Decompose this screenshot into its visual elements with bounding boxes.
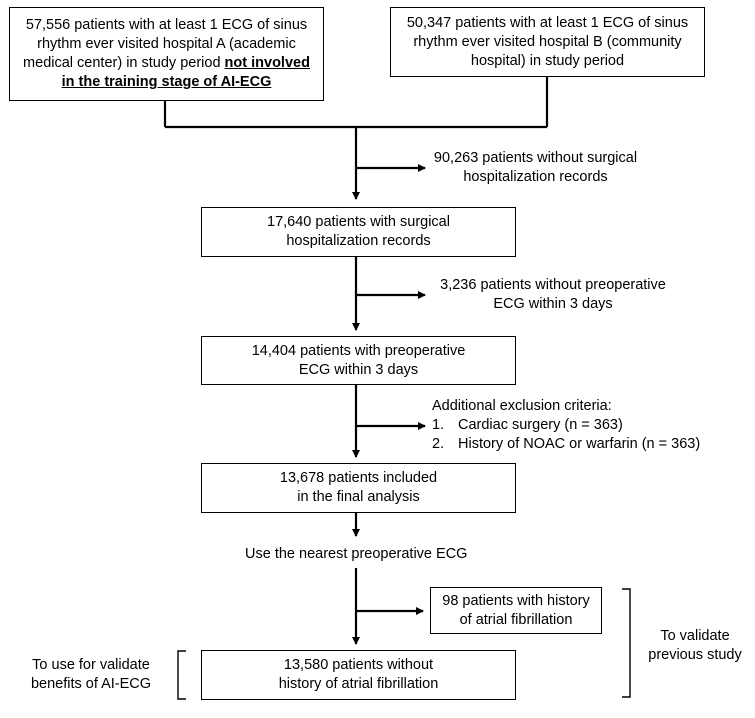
hospital-a-emphasis-2: in the training stage of AI-ECG [61,74,272,90]
final-analysis-box: 13,678 patients included in the final an… [201,463,516,513]
af-history-line2: of atrial fibrillation [459,611,573,628]
surgical-records-line1: 17,640 patients with surgical [267,214,450,230]
exclusion-2-line2: ECG within 3 days [493,296,613,312]
final-analysis-line2: in the final analysis [297,489,420,505]
no-af-line2: history of atrial fibrillation [278,676,439,692]
exclusion-1-line1: 90,263 patients without surgical [433,150,638,166]
exclusion-3-item-text: Cardiac surgery (n = 363) [458,417,623,433]
hospital-a-line1: 57,556 patients with at least 1 ECG of s… [25,17,308,33]
exclusion-3-title: Additional exclusion criteria: [432,398,612,414]
hospital-b-box: 50,347 patients with at least 1 ECG of s… [390,7,705,77]
hospital-b-line2: rhythm ever visited hospital B (communit… [413,33,682,50]
no-atrial-fibrillation-box: 13,580 patients without history of atria… [201,650,516,700]
preop-ecg-box: 14,404 patients with preoperative ECG wi… [201,336,516,385]
validate-previous-study-note: To validate previous study [640,627,750,665]
right-note-line2: previous study [648,647,742,663]
preop-ecg-line1: 14,404 patients with preoperative [251,342,466,359]
exclusion-2-line1: 3,236 patients without preoperative [440,277,666,293]
exclusion-3-item: 1. Cardiac surgery (n = 363) [432,416,700,435]
preop-ecg-line2: ECG within 3 days [298,361,419,378]
exclusion-3-item: 2. History of NOAC or warfarin (n = 363) [432,435,700,454]
exclusion-3-item-number: 1. [432,417,445,433]
hospital-a-emphasis-1: not involved [224,55,310,71]
validate-ai-ecg-benefits-note: To use for validate benefits of AI-ECG [16,656,166,694]
exclusion-1-line2: hospitalization records [463,169,608,185]
exclusion-3-item-number: 2. [432,436,445,452]
exclusion-no-surgical-records: 90,263 patients without surgical hospita… [428,149,643,187]
exclusion-3-item-text: History of NOAC or warfarin (n = 363) [458,436,701,452]
hospital-a-line2: rhythm ever visited hospital A (academic [37,36,296,52]
additional-exclusion-criteria: Additional exclusion criteria: 1. Cardiac… [432,397,700,454]
surgical-records-box: 17,640 patients with surgical hospitaliz… [201,207,516,257]
left-note-line2: benefits of AI-ECG [30,676,152,692]
nearest-ecg-step-label: Use the nearest preoperative ECG [245,546,468,562]
atrial-fibrillation-history-box: 98 patients with history of atrial fibri… [430,587,602,634]
right-note-line1: To validate [660,628,730,644]
left-note-line1: To use for validate [32,657,150,673]
exclusion-no-preop-ecg: 3,236 patients without preoperative ECG … [428,276,678,314]
surgical-records-line2: hospitalization records [286,233,431,249]
hospital-b-line3: hospital) in study period [470,52,625,69]
af-history-line1: 98 patients with history [442,592,590,609]
hospital-a-line3-text: medical center) in study period [23,55,225,71]
final-analysis-line1: 13,678 patients included [279,470,438,486]
hospital-a-line3: medical center) in study period not invo… [23,54,310,73]
hospital-b-line1: 50,347 patients with at least 1 ECG of s… [406,14,689,31]
hospital-a-box: 57,556 patients with at least 1 ECG of s… [9,7,324,101]
no-af-line1: 13,580 patients without [283,657,434,673]
